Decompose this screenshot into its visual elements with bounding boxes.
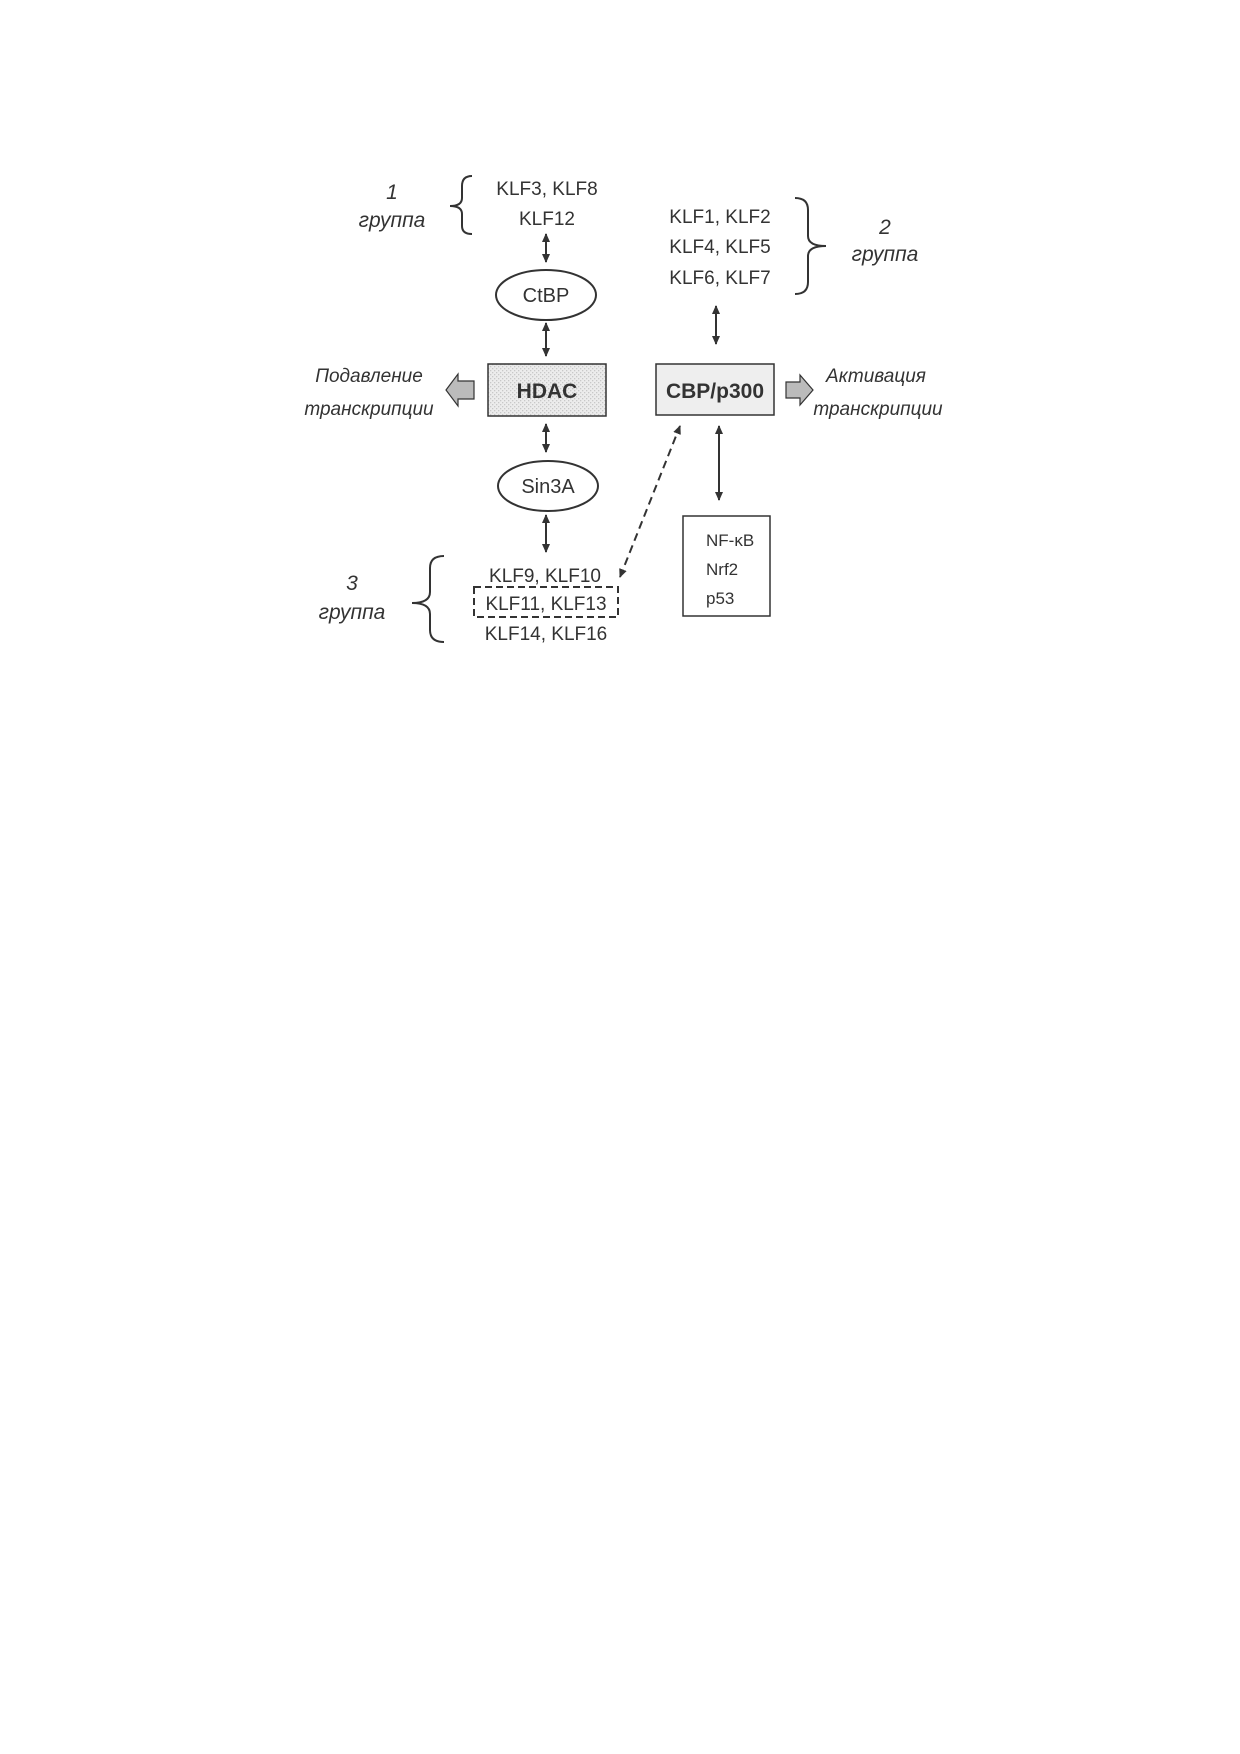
group-1-klf-line-1: KLF3, KLF8 (496, 179, 597, 200)
group-3-klf-line-3: KLF14, KLF16 (485, 624, 608, 645)
repression-label-line-1: Подавление (315, 366, 423, 387)
dashed-arrow-g3-cbp (619, 425, 681, 578)
factor-p53: p53 (706, 589, 734, 608)
hdac-label: HDAC (517, 380, 578, 403)
group-1-label: группа (359, 209, 426, 232)
group-2-klf-line-3: KLF6, KLF7 (669, 268, 770, 289)
group-3-label: группа (319, 601, 386, 624)
ctbp-label: CtBP (523, 285, 570, 307)
group-3-klf-line-2: KLF11, KLF13 (485, 594, 606, 615)
activation-label-line-1: Активация (825, 366, 926, 387)
group-1-brace (449, 175, 473, 235)
activation-label-line-2: транскрипции (813, 399, 943, 420)
cbp-p300-label: CBP/p300 (666, 380, 764, 403)
group-3-dashed-box (473, 586, 619, 618)
group-2-klf-line-2: KLF4, KLF5 (669, 237, 770, 258)
group-3-brace (411, 555, 445, 643)
sin3a-label: Sin3A (521, 476, 575, 498)
group-3-klf-line-1: KLF9, KLF10 (489, 566, 601, 587)
sin3a-node (497, 460, 599, 512)
factors-box (682, 515, 771, 617)
hdac-node (487, 363, 607, 417)
group-2-number: 2 (878, 216, 891, 239)
group-1-number: 1 (386, 181, 398, 204)
group-2-brace (794, 197, 827, 295)
repression-arrow-icon (445, 372, 475, 408)
factor-nrf2: Nrf2 (706, 560, 738, 579)
cbp-p300-node (655, 363, 775, 416)
activation-arrow-icon (785, 373, 814, 407)
repression-label-line-2: транскрипции (304, 399, 434, 420)
group-2-label: группа (852, 243, 919, 266)
ctbp-node (495, 269, 597, 321)
group-3-number: 3 (346, 572, 358, 595)
factor-nf-kb: NF-κB (706, 531, 754, 550)
group-2-klf-line-1: KLF1, KLF2 (669, 207, 770, 228)
group-1-klf-line-2: KLF12 (519, 209, 575, 230)
